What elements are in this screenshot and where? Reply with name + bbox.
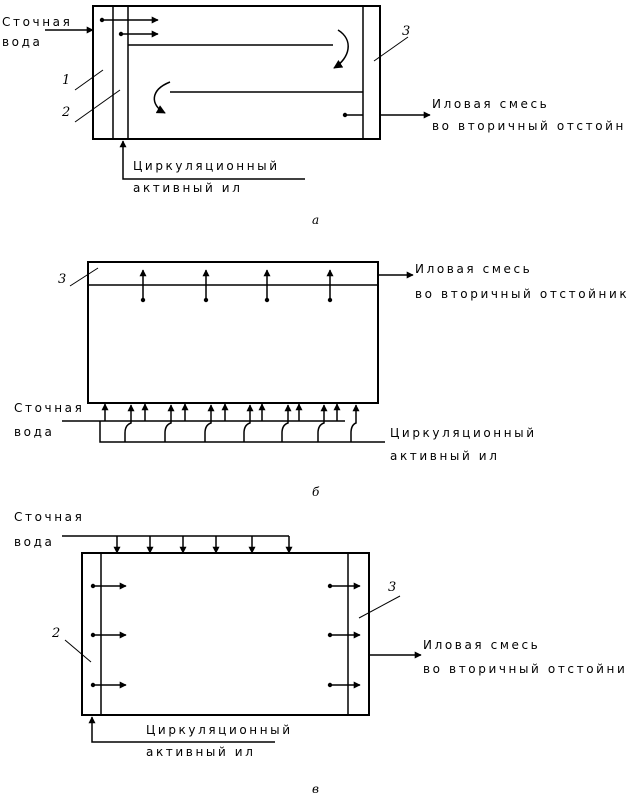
leader-3-a [373,36,409,62]
circ-sludge-label-line1: Циркуляционный [133,159,280,173]
sludge-arrow-7 [350,404,360,442]
caption-b: б [312,485,320,499]
sludge-arrow-3 [204,404,215,442]
label-number-3-b: 3 [58,272,66,287]
circ-sludge-label-b-line1: Циркуляционный [390,426,537,440]
caption-c: в [312,782,319,796]
label-number-2-c: 2 [51,626,60,641]
tank-a-outline [92,5,381,140]
sludge-mix-label-c-line2: во вторичный отстойник [423,662,627,676]
sludge-arrow-5 [281,404,292,442]
circulating-sludge-return-line-c [88,716,275,743]
diagram-c: Сточная вода [14,510,627,796]
label-number-3-a: 3 [402,24,410,39]
wastewater-label-line2: вода [2,35,42,49]
diagram-b: Иловая смесь во вторичный отстойник 3 Ст… [14,261,627,499]
diagram-a: Сточная вода Иловая смесь во вторичный о… [2,5,627,227]
circ-sludge-label-line2: активный ил [133,181,242,195]
sludge-arrow-2 [164,404,175,442]
label-number-3-c: 3 [388,580,396,595]
turn-arrow-right [333,29,349,69]
tank-c-outline [81,552,370,716]
wastewater-arrows-b [101,403,341,421]
wastewater-arrows-c [113,536,293,554]
label-number-2-a: 2 [61,105,70,120]
sludge-mix-label-line1: Иловая смесь [432,97,549,111]
sludge-arrows-b [124,404,360,442]
outlet-arrows-c [327,582,361,689]
circ-sludge-label-c-line1: Циркуляционный [146,723,293,737]
sludge-arrow-4 [243,404,254,442]
leader-2 [74,89,121,123]
circulating-sludge-pipe-b [99,421,385,443]
inlet-arrows-c [90,582,127,689]
label-number-1: 1 [62,73,70,88]
caption-a: а [312,213,319,227]
tank-b-outline [87,261,379,404]
turn-arrow-left [153,81,171,114]
sludge-arrow-6 [317,404,328,442]
wastewater-label-b-line1: Сточная [14,401,84,415]
circulating-sludge-return-line [119,140,305,180]
leader-1 [74,69,104,91]
circ-sludge-label-b-line2: активный ил [390,449,499,463]
wastewater-label-line1: Сточная [2,15,72,29]
wastewater-label-c-line2: вода [14,535,54,549]
leader-3-c [358,595,401,619]
sludge-mix-label-b-line1: Иловая смесь [415,262,532,276]
leader-3-b [69,267,99,287]
leader-2-c [64,639,92,663]
sludge-arrow-1 [124,404,135,442]
sludge-mix-label-b-line2: во вторичный отстойник [415,287,627,301]
wastewater-label-b-line2: вода [14,425,54,439]
wastewater-label-c-line1: Сточная [14,510,84,524]
circ-sludge-label-c-line2: активный ил [146,745,255,759]
sludge-mix-label-c-line1: Иловая смесь [423,638,540,652]
sludge-mix-label-line2: во вторичный отстойник [432,119,627,133]
collection-arrows [139,269,334,303]
